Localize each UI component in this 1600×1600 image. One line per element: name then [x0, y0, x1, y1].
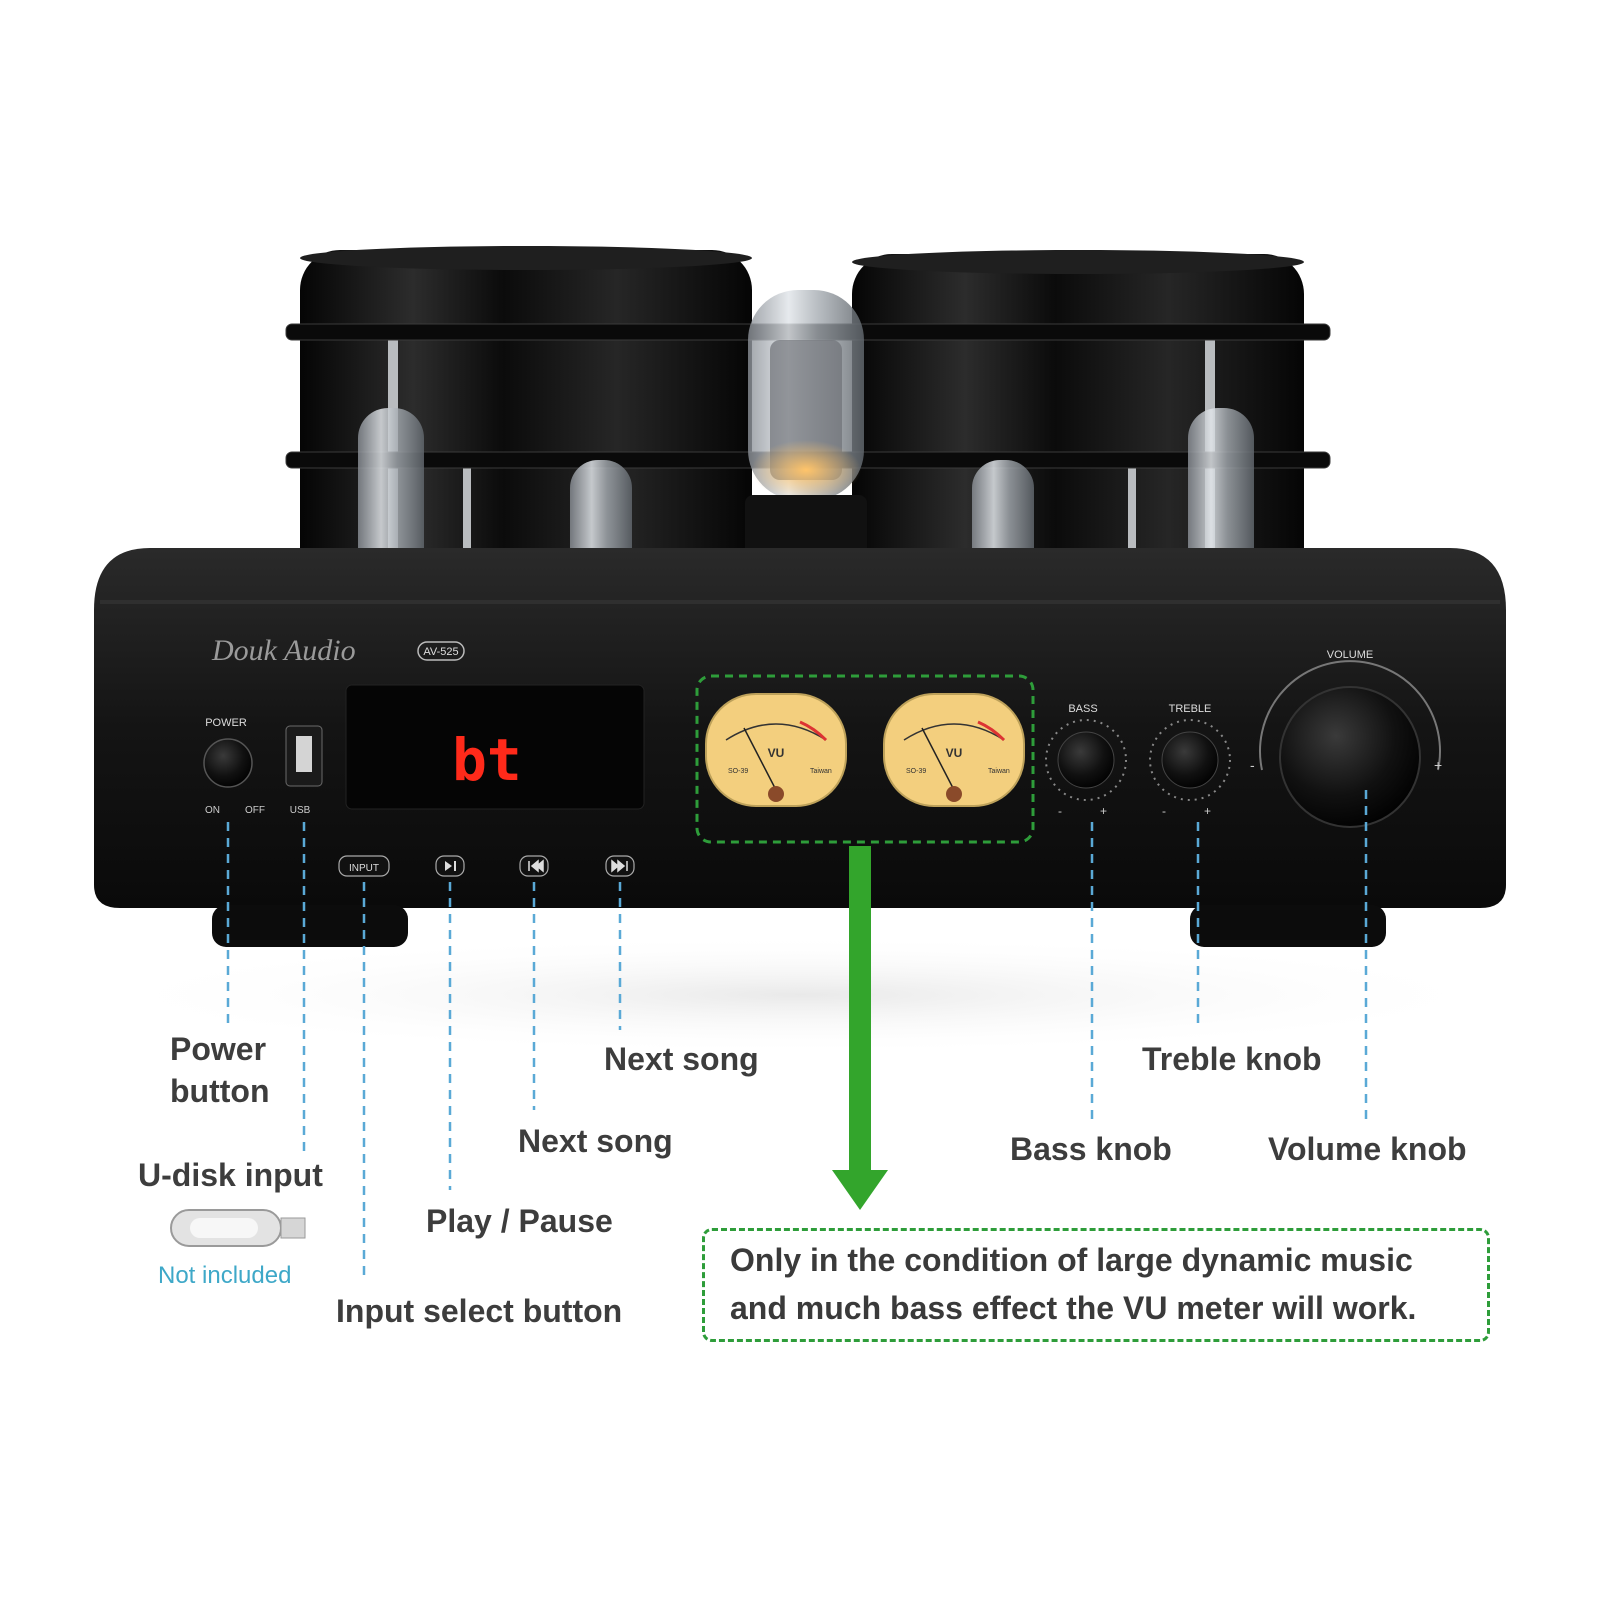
- treble-knob[interactable]: [1161, 731, 1219, 789]
- usb-slot: [296, 736, 312, 772]
- volume-scale: [1259, 660, 1441, 771]
- display-readout: bt: [452, 726, 522, 794]
- volume-knob[interactable]: [1279, 686, 1421, 828]
- vu-right-origin: Taiwan: [988, 768, 1010, 775]
- floor-reflection: [80, 935, 1520, 1055]
- power-callout-line1: Power: [170, 1031, 267, 1067]
- volume-minus-label: -: [1250, 757, 1255, 773]
- play-icon: [445, 861, 452, 871]
- bass-knob[interactable]: [1057, 731, 1115, 789]
- vu-note-line2: and much bass effect the VU meter will w…: [730, 1290, 1417, 1326]
- treble-label: TREBLE: [1169, 703, 1212, 715]
- next-song-upper-callout: Next song: [604, 1041, 759, 1077]
- usb-stick-icon: [170, 1209, 306, 1247]
- vu-meter-left: VU SO-39 Taiwan: [705, 693, 847, 807]
- vu-left-label: VU: [768, 746, 785, 760]
- brand-logo: Douk Audio: [211, 634, 356, 667]
- input-button-label: INPUT: [349, 863, 379, 874]
- play-pause-button[interactable]: [435, 855, 465, 877]
- led-display: [345, 684, 645, 810]
- treble-plus-label: +: [1204, 804, 1211, 818]
- power-button[interactable]: [203, 738, 253, 788]
- vu-note-text: Only in the condition of large dynamic m…: [730, 1236, 1490, 1332]
- bass-scale: [1045, 719, 1127, 801]
- bass-label: BASS: [1068, 703, 1097, 715]
- power-callout-line2: button: [170, 1073, 270, 1109]
- vu-left-model: SO-39: [728, 768, 748, 775]
- previous-button[interactable]: [519, 855, 549, 877]
- treble-scale: [1149, 719, 1231, 801]
- input-button[interactable]: INPUT: [338, 855, 390, 877]
- not-included-note: Not included: [158, 1262, 292, 1289]
- bass-plus-label: +: [1100, 804, 1107, 818]
- volume-plus-label: +: [1434, 757, 1442, 773]
- power-label: POWER: [205, 717, 247, 729]
- vu-meter-right: VU SO-39 Taiwan: [883, 693, 1025, 807]
- bass-minus-label: -: [1058, 804, 1062, 818]
- next-button[interactable]: [605, 855, 635, 877]
- skip-back-icon: [528, 859, 544, 873]
- vu-needle: [921, 727, 955, 791]
- vu-needle: [743, 727, 777, 791]
- vu-note-line1: Only in the condition of large dynamic m…: [730, 1242, 1413, 1278]
- vu-note-box: [702, 1228, 1490, 1342]
- vu-right-label: VU: [946, 746, 963, 760]
- treble-knob-callout: Treble knob: [1142, 1041, 1322, 1077]
- input-select-callout: Input select button: [336, 1293, 623, 1329]
- power-on-label: ON: [205, 805, 220, 816]
- power-tube: [745, 290, 867, 590]
- vu-left-origin: Taiwan: [810, 768, 832, 775]
- udisk-callout: U-disk input: [138, 1157, 323, 1193]
- usb-label: USB: [290, 805, 311, 816]
- pause-icon: [454, 861, 456, 871]
- next-song-lower-callout: Next song: [518, 1123, 673, 1159]
- power-off-label: OFF: [245, 805, 265, 816]
- foot-right: [1190, 905, 1386, 947]
- bass-knob-callout: Bass knob: [1010, 1131, 1172, 1167]
- volume-knob-callout: Volume knob: [1268, 1131, 1467, 1167]
- vu-highlight-box: [695, 674, 1035, 844]
- model-badge: [417, 641, 465, 661]
- vu-right-model: SO-39: [906, 768, 926, 775]
- treble-minus-label: -: [1162, 804, 1166, 818]
- green-arrow: [832, 846, 888, 1210]
- play-pause-callout: Play / Pause: [426, 1203, 613, 1239]
- skip-forward-icon: [611, 859, 628, 873]
- volume-label: VOLUME: [1327, 649, 1373, 661]
- foot-left: [212, 905, 408, 947]
- model-text: AV-525: [423, 646, 458, 658]
- callout-lines: [226, 790, 1368, 1276]
